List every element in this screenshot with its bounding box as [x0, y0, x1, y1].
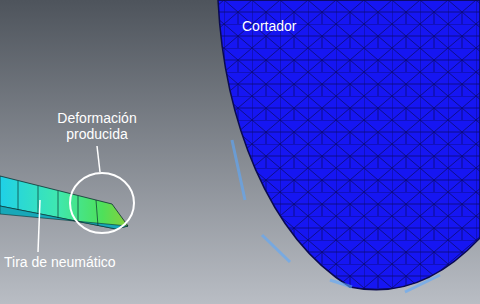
cutter-disk — [218, 0, 480, 290]
rim-elements — [232, 140, 440, 292]
part-label: Tira de neumático — [4, 254, 116, 270]
highlight-circle — [70, 173, 134, 233]
leader-line — [97, 146, 100, 172]
part-label: Cortador — [242, 18, 296, 34]
callout-label: Deformación producida — [52, 110, 142, 142]
leader-line — [38, 200, 40, 252]
tire-strip — [0, 176, 128, 229]
